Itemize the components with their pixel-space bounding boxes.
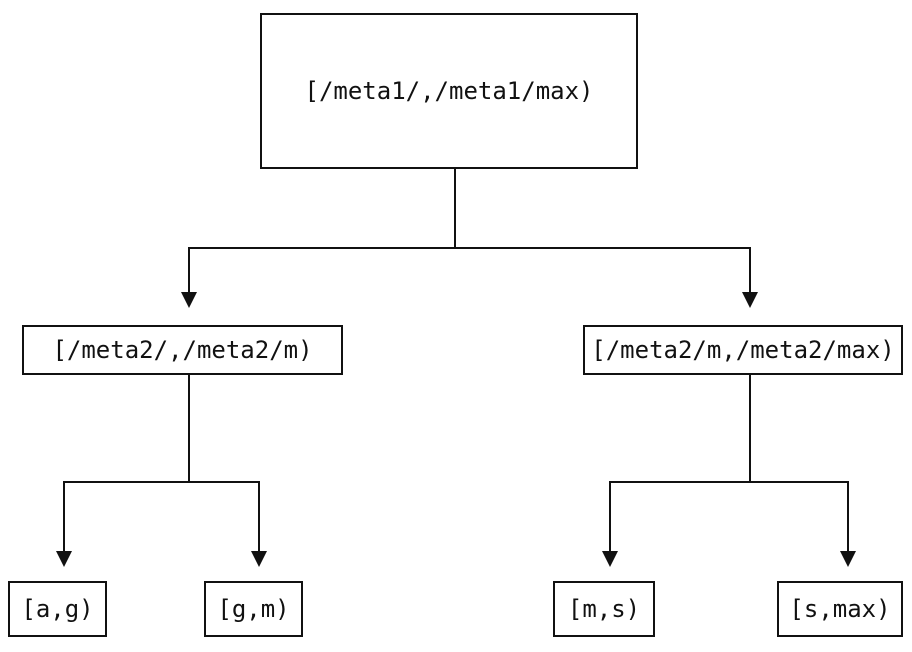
- arrowhead-down-icon: [840, 551, 856, 567]
- arrowhead-down-icon: [181, 292, 197, 308]
- tree-leaf-ms: [m,s): [553, 581, 655, 637]
- node-label: [a,g): [21, 595, 94, 623]
- tree-leaf-ag: [a,g): [8, 581, 107, 637]
- arrowhead-down-icon: [602, 551, 618, 567]
- node-label: [/meta2/m,/meta2/max): [591, 336, 895, 364]
- node-label: [/meta1/,/meta1/max): [304, 77, 594, 105]
- tree-node-meta2-left: [/meta2/,/meta2/m): [22, 325, 343, 375]
- arrowhead-down-icon: [251, 551, 267, 567]
- tree-leaf-gm: [g,m): [204, 581, 303, 637]
- node-label: [/meta2/,/meta2/m): [52, 336, 313, 364]
- tree-leaf-smax: [s,max): [777, 581, 903, 637]
- arrowhead-down-icon: [56, 551, 72, 567]
- node-label: [s,max): [789, 595, 891, 623]
- tree-node-meta2-right: [/meta2/m,/meta2/max): [583, 325, 903, 375]
- tree-node-root: [/meta1/,/meta1/max): [260, 13, 638, 169]
- arrowhead-down-icon: [742, 292, 758, 308]
- node-label: [m,s): [567, 595, 641, 623]
- node-label: [g,m): [217, 595, 290, 623]
